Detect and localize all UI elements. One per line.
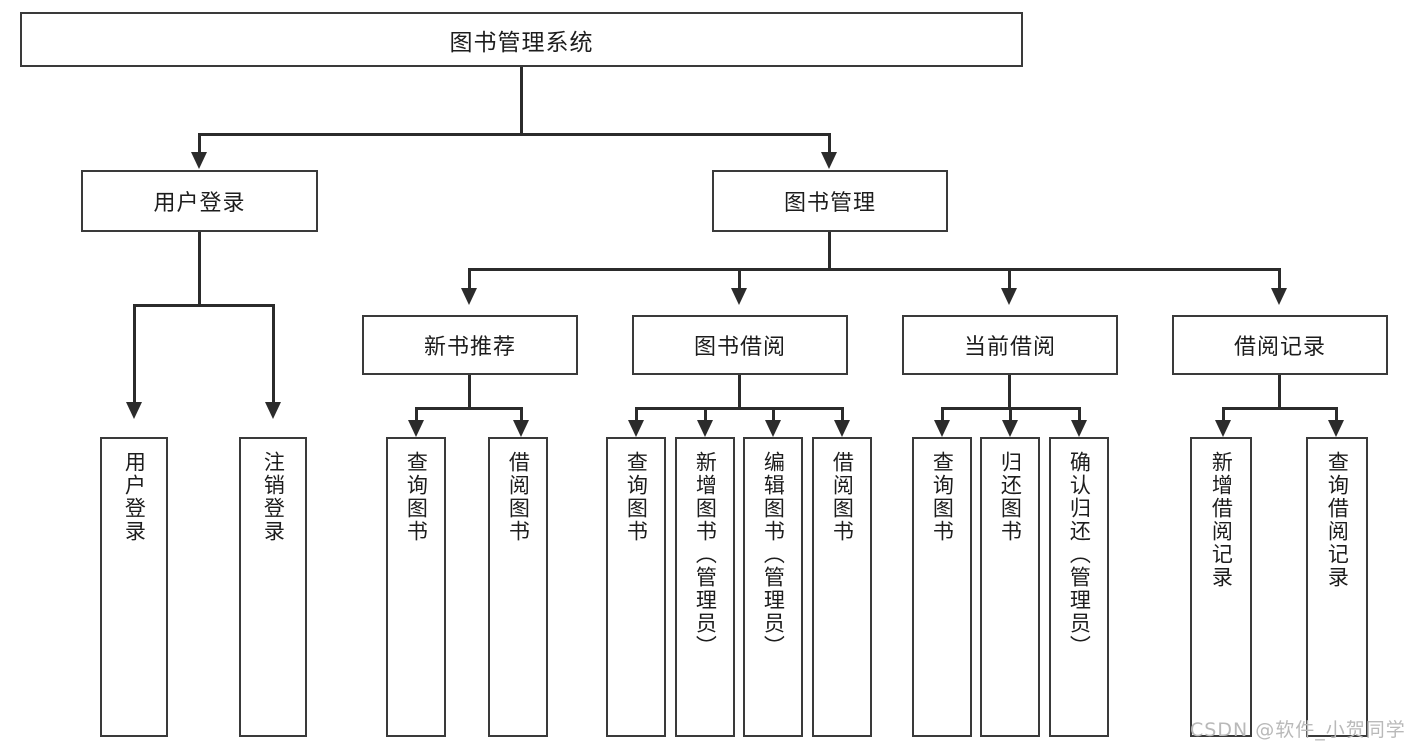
connector-br-to-leaf-2	[1335, 407, 1338, 427]
leaf-label: 用户登录	[122, 451, 147, 543]
arrowhead-nb-query-book	[408, 420, 424, 437]
node-label: 图书借阅	[693, 335, 786, 360]
arrowhead-bb-edit-book	[765, 420, 781, 437]
node-label: 当前借阅	[963, 335, 1056, 360]
arrowhead-cb-confirm-return	[1071, 420, 1087, 437]
leaf-label: 归还图书	[998, 451, 1023, 543]
leaf-label: 确认归还（管理员）	[1067, 451, 1092, 658]
leaf-label: 借阅图书	[506, 451, 531, 543]
arrowhead-borrow-record	[1271, 288, 1287, 305]
connector-br-to-leaf-1	[1222, 407, 1225, 427]
connector-root-bus	[198, 133, 831, 136]
leaf-label: 查询图书	[930, 451, 955, 543]
connector-new-book-bus	[415, 407, 522, 410]
connector-book-mgmt-bus	[468, 268, 1280, 271]
connector-book-mgmt-to-new-book	[468, 268, 471, 290]
connector-bb-to-leaf-1	[635, 407, 638, 427]
csdn-watermark: CSDN @软件_小贺同学	[1190, 719, 1405, 741]
node-root-system[interactable]: 图书管理系统	[20, 12, 1023, 67]
leaf-user-login[interactable]: 用户登录	[100, 437, 168, 737]
connector-cb-to-leaf-2	[1009, 407, 1012, 427]
arrowhead-current-borrow	[1001, 288, 1017, 305]
connector-cb-to-leaf-1	[941, 407, 944, 427]
arrowhead-bb-add-book	[697, 420, 713, 437]
connector-book-mgmt-stem	[828, 232, 831, 270]
connector-new-book-stem	[468, 375, 471, 410]
leaf-cb-return-book[interactable]: 归还图书	[980, 437, 1040, 737]
node-label: 借阅记录	[1233, 335, 1326, 360]
leaf-label: 编辑图书（管理员）	[761, 451, 786, 658]
node-new-book-recommend[interactable]: 新书推荐	[362, 315, 578, 375]
node-book-borrow[interactable]: 图书借阅	[632, 315, 848, 375]
arrowhead-user-login	[191, 152, 207, 169]
connector-new-book-to-leaf-2	[520, 407, 523, 427]
connector-bb-to-leaf-4	[841, 407, 844, 427]
connector-bb-to-leaf-2	[704, 407, 707, 427]
leaf-label: 查询图书	[404, 451, 429, 543]
leaf-label: 新增借阅记录	[1209, 451, 1234, 589]
node-book-management[interactable]: 图书管理	[712, 170, 948, 232]
arrowhead-book-borrow	[731, 288, 747, 305]
arrowhead-cb-return-book	[1002, 420, 1018, 437]
arrowhead-leaf-logout	[265, 402, 281, 419]
connector-book-borrow-bus	[635, 407, 843, 410]
arrowhead-br-query-record	[1328, 420, 1344, 437]
arrowhead-nb-borrow-book	[513, 420, 529, 437]
node-user-login[interactable]: 用户登录	[81, 170, 318, 232]
connector-book-borrow-stem	[738, 375, 741, 410]
leaf-label: 注销登录	[261, 451, 286, 543]
node-label: 图书管理	[783, 191, 876, 216]
connector-user-login-stem	[198, 232, 201, 306]
leaf-cb-confirm-return[interactable]: 确认归还（管理员）	[1049, 437, 1109, 737]
leaf-label: 新增图书（管理员）	[693, 451, 718, 658]
arrowhead-br-add-record	[1215, 420, 1231, 437]
arrowhead-cb-query-book	[934, 420, 950, 437]
connector-root-to-book-mgmt	[828, 133, 831, 155]
leaf-br-query-record[interactable]: 查询借阅记录	[1306, 437, 1368, 737]
leaf-label: 查询图书	[624, 451, 649, 543]
arrowhead-book-mgmt	[821, 152, 837, 169]
node-label: 新书推荐	[423, 335, 516, 360]
connector-book-mgmt-to-book-borrow	[738, 268, 741, 290]
node-current-borrow[interactable]: 当前借阅	[902, 315, 1118, 375]
arrowhead-leaf-user-login	[126, 402, 142, 419]
leaf-logout[interactable]: 注销登录	[239, 437, 307, 737]
connector-root-stem	[520, 67, 523, 135]
leaf-bb-borrow-book[interactable]: 借阅图书	[812, 437, 872, 737]
arrowhead-new-book	[461, 288, 477, 305]
arrowhead-bb-borrow-book	[834, 420, 850, 437]
connector-borrow-record-stem	[1278, 375, 1281, 410]
leaf-bb-add-book[interactable]: 新增图书（管理员）	[675, 437, 735, 737]
connector-root-to-user-login	[198, 133, 201, 155]
connector-bb-to-leaf-3	[772, 407, 775, 427]
leaf-bb-query-book[interactable]: 查询图书	[606, 437, 666, 737]
connector-cb-to-leaf-3	[1078, 407, 1081, 427]
connector-user-login-to-leaf-1	[133, 304, 136, 404]
leaf-label: 查询借阅记录	[1325, 451, 1350, 589]
leaf-br-add-record[interactable]: 新增借阅记录	[1190, 437, 1252, 737]
node-borrow-record[interactable]: 借阅记录	[1172, 315, 1388, 375]
leaf-cb-query-book[interactable]: 查询图书	[912, 437, 972, 737]
node-label: 用户登录	[153, 191, 246, 216]
leaf-nb-borrow-book[interactable]: 借阅图书	[488, 437, 548, 737]
connector-book-mgmt-to-borrow-record	[1278, 268, 1281, 290]
connector-user-login-to-leaf-2	[272, 304, 275, 404]
connector-book-mgmt-to-current-borrow	[1008, 268, 1011, 290]
leaf-label: 借阅图书	[830, 451, 855, 543]
connector-borrow-record-bus	[1222, 407, 1338, 410]
connector-new-book-to-leaf-1	[415, 407, 418, 427]
connector-user-login-bus	[133, 304, 275, 307]
leaf-nb-query-book[interactable]: 查询图书	[386, 437, 446, 737]
connector-current-borrow-stem	[1008, 375, 1011, 410]
node-label: 图书管理系统	[449, 29, 594, 56]
arrowhead-bb-query-book	[628, 420, 644, 437]
leaf-bb-edit-book[interactable]: 编辑图书（管理员）	[743, 437, 803, 737]
